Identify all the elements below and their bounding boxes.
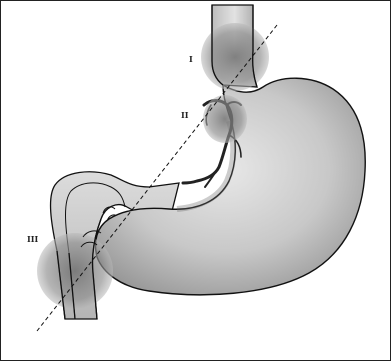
- label-region-1: I: [189, 54, 193, 64]
- region-circle-2: [203, 95, 247, 143]
- region-circle-3: [37, 233, 113, 309]
- label-region-3: III: [27, 234, 38, 244]
- region-circle-1: [201, 23, 269, 91]
- label-region-2: II: [181, 110, 189, 120]
